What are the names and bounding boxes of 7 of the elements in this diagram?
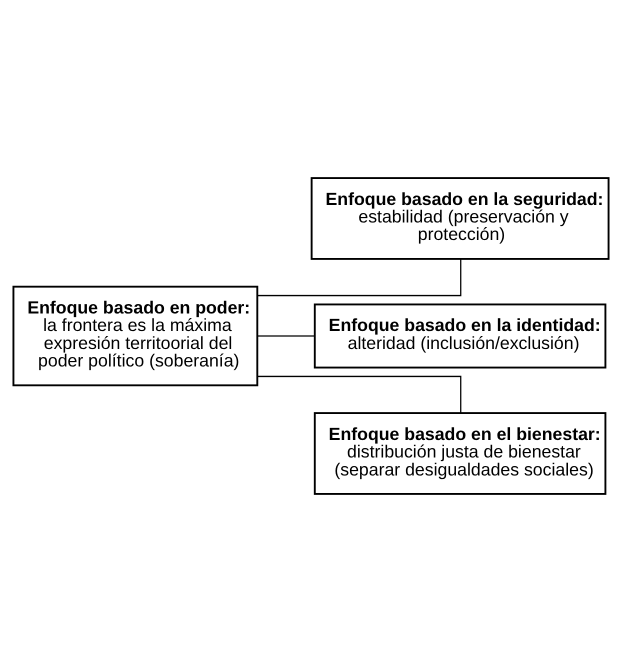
connector — [257, 375, 462, 412]
node-box: Enfoque basado en la seguridad: estabilidad (preservación y protección) — [310, 176, 610, 260]
node-box: Enfoque basado en el bienestar: distribución justa de bienestar (separar desigualdades sociales) — [314, 412, 606, 494]
connector — [258, 334, 314, 336]
connector — [257, 258, 462, 296]
node-box: Enfoque basado en la identidad: alteridad (inclusión/exclusión) — [314, 302, 606, 368]
node-box: Enfoque basado en poder: la frontera es la máxima expresión territoorial del poder político (soberanía) — [12, 285, 258, 386]
